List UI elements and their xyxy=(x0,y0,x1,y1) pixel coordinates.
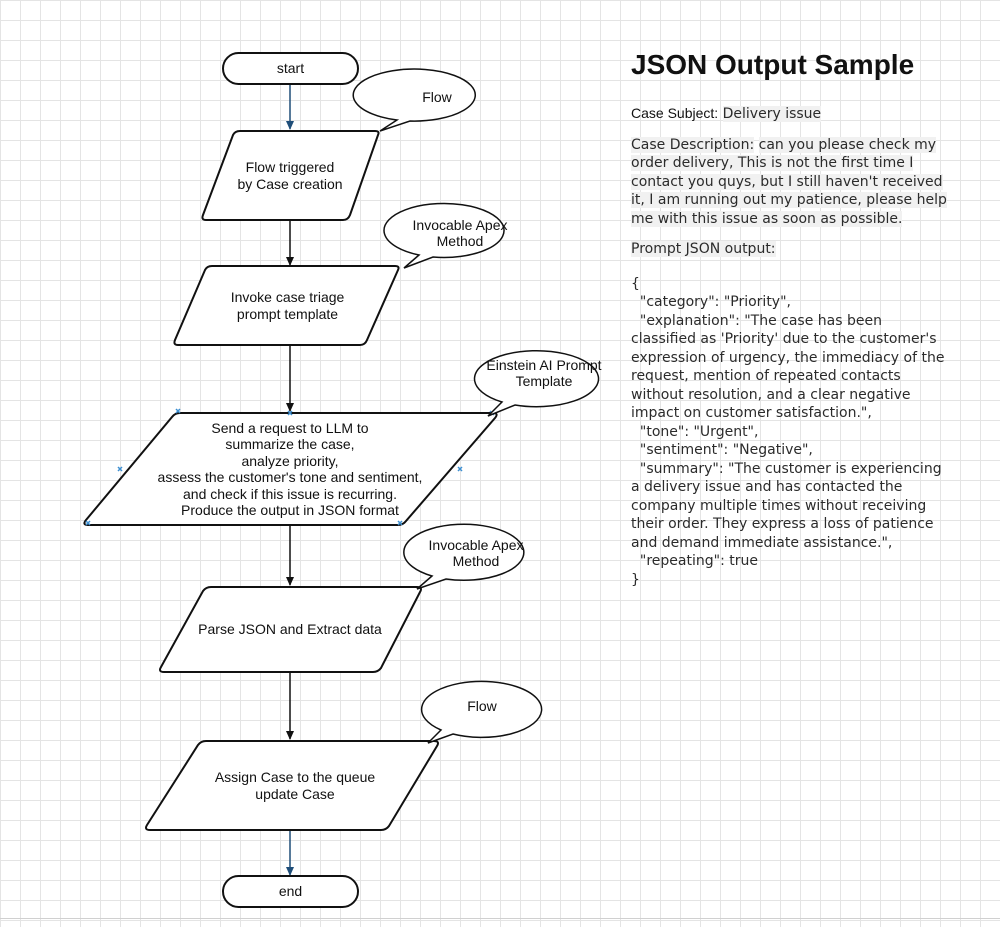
json-output-block: { "category": "Priority", "explanation":… xyxy=(631,275,945,588)
page-bottom-rule xyxy=(0,918,1000,919)
callout-bubble-c1[interactable] xyxy=(352,68,476,132)
prompt-output-heading: Prompt JSON output: xyxy=(631,240,951,259)
invoke-label: Invoke case triage prompt template xyxy=(230,289,345,322)
case-description-label: Case Description: xyxy=(631,136,755,153)
panel-title: JSON Output Sample xyxy=(631,49,915,80)
handle-bottom-right[interactable] xyxy=(397,520,403,526)
callout-label-c5: Flow xyxy=(467,697,497,714)
handle-top-center[interactable] xyxy=(287,410,293,416)
trigger-shape[interactable] xyxy=(201,130,380,221)
trigger-label: Flow triggered by Case creation xyxy=(237,159,343,192)
invoke-shape[interactable] xyxy=(173,265,400,346)
callout-label-c3: Einstein AI Prompt Template xyxy=(486,356,602,390)
callout-label-c2: Invocable Apex Method xyxy=(412,216,508,250)
case-subject-value: Delivery issue xyxy=(722,106,822,122)
prompt-output-label: Prompt JSON output: xyxy=(631,241,776,257)
handle-bottom-left[interactable] xyxy=(85,520,91,526)
callout-label-c1: Flow xyxy=(422,88,452,105)
end-terminal[interactable] xyxy=(222,875,359,908)
start-label: start xyxy=(276,60,305,77)
case-description-text: can you please check my order delivery, … xyxy=(631,136,947,227)
assign-shape[interactable] xyxy=(145,740,439,831)
handle-mid-right[interactable] xyxy=(457,466,463,472)
case-subject: Case Subject: Delivery issue xyxy=(631,104,951,124)
parse-label: Parse JSON and Extract data xyxy=(198,621,382,638)
case-subject-label: Case Subject: xyxy=(631,105,719,121)
parse-shape[interactable] xyxy=(159,586,422,673)
callout-bubble-c2[interactable] xyxy=(383,202,505,269)
assign-label: Assign Case to the queue update Case xyxy=(214,769,376,802)
send-label: Send a request to LLM to summarize the c… xyxy=(157,419,423,519)
end-label: end xyxy=(278,883,303,900)
callout-bubble-c4[interactable] xyxy=(403,523,525,590)
start-terminal[interactable] xyxy=(222,52,359,85)
callout-label-c4: Invocable Apex Method xyxy=(428,536,524,570)
callout-bubble-c5[interactable] xyxy=(420,680,543,744)
handle-top-left[interactable] xyxy=(175,408,181,414)
json-sample-panel: JSON Output Sample Case Subject: Deliver… xyxy=(631,46,951,589)
callout-bubble-c3[interactable] xyxy=(473,350,600,417)
handle-mid-left[interactable] xyxy=(117,466,123,472)
case-description: Case Description: can you please check m… xyxy=(631,136,951,229)
